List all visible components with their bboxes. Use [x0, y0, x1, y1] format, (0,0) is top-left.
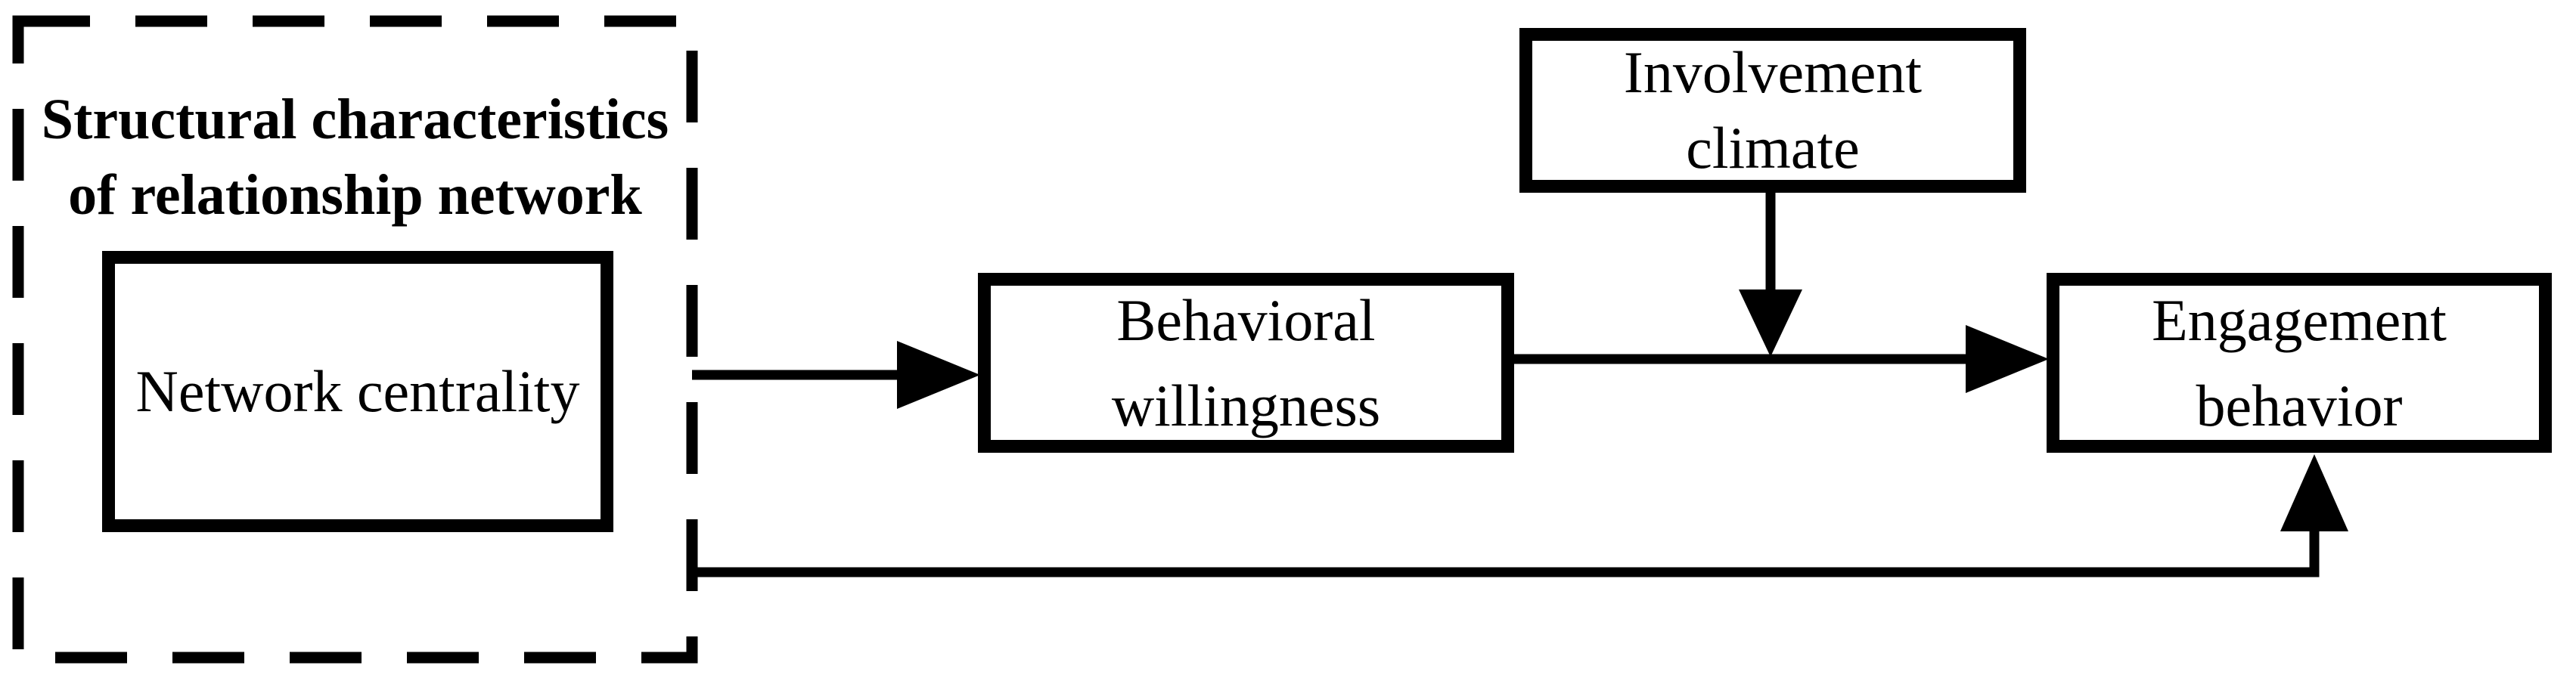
node-engagement-behavior-label-line2: behavior: [2196, 373, 2403, 438]
arrow-involvement-climate-to-path: [1739, 193, 1802, 357]
group-dashed-border: [12, 15, 698, 664]
group-title-line2: of relationship network: [68, 163, 642, 228]
node-network-centrality: Network centrality: [102, 251, 613, 532]
node-behavioral-willingness-label-line1: Behavioral: [1116, 286, 1376, 353]
arrow-behavioral-willingness-to-engagement-behavior: [1514, 325, 2049, 393]
node-behavioral-willingness: Behavioral willingness: [978, 273, 1514, 453]
group-title-line1: Structural characteristics: [41, 88, 669, 151]
node-involvement-climate-label-line2: climate: [1686, 115, 1860, 181]
node-engagement-behavior-label-line1: Engagement: [2152, 286, 2447, 353]
node-engagement-behavior: Engagement behavior: [2047, 273, 2552, 453]
node-network-centrality-label: Network centrality: [135, 358, 580, 425]
node-behavioral-willingness-label-line2: willingness: [1111, 373, 1381, 438]
arrow-group-to-behavioral-willingness: [692, 341, 980, 409]
arrow-group-to-engagement-behavior: [692, 454, 2348, 577]
node-involvement-climate-label-line1: Involvement: [1623, 39, 1923, 106]
group-title: Structural characteristics of relationsh…: [18, 82, 692, 234]
node-involvement-climate: Involvement climate: [1519, 28, 2026, 193]
